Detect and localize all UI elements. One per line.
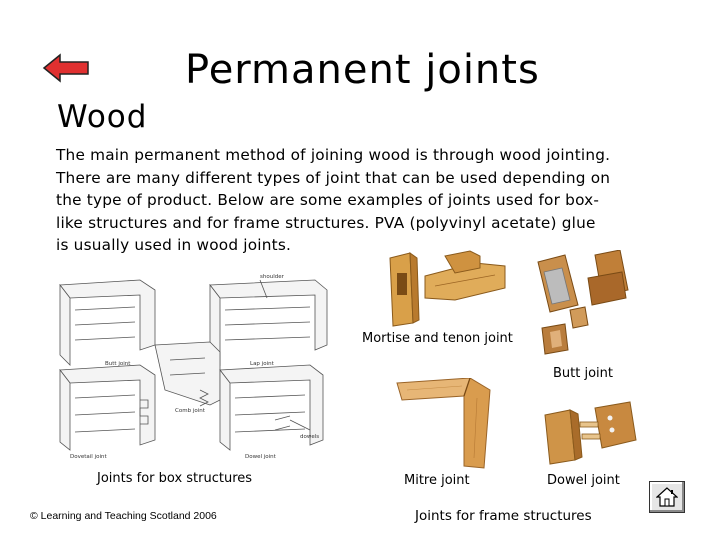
home-icon: [656, 487, 678, 507]
back-arrow-button[interactable]: [42, 52, 90, 84]
copyright-notice: © Learning and Teaching Scotland 2006: [30, 510, 217, 522]
page-title: Permanent joints: [185, 47, 540, 93]
home-button[interactable]: [649, 481, 685, 513]
label-butt-joint: Butt joint: [105, 361, 131, 367]
intro-line: the type of product. Below are some exam…: [56, 191, 600, 209]
mortise-tenon-image: [385, 248, 510, 328]
butt-joint-caption: Butt joint: [553, 366, 613, 381]
intro-line: like structures and for frame structures…: [56, 213, 596, 232]
frame-structures-caption: Joints for frame structures: [415, 508, 592, 524]
dowel-joint-caption: Dowel joint: [547, 473, 620, 488]
page-subtitle: Wood: [57, 99, 148, 135]
mitre-joint-caption: Mitre joint: [404, 473, 470, 488]
left-arrow-icon: [42, 53, 89, 83]
label-lap-joint: Lap joint: [250, 361, 275, 367]
label-dowels: dowels: [300, 434, 319, 440]
box-joints-illustration: shoulder Butt joint Lap joint Comb joint…: [45, 270, 335, 460]
intro-line: is usually used in wood joints.: [56, 236, 292, 254]
intro-line: There are many different types of joint …: [56, 168, 611, 187]
mitre-joint-image: [392, 377, 492, 470]
intro-paragraph: The main permanent method of joining woo…: [56, 144, 666, 257]
box-structures-caption: Joints for box structures: [97, 471, 253, 486]
butt-joint-image: [530, 249, 635, 358]
dowel-joint-image: [540, 400, 640, 465]
label-dowel-joint: Dowel joint: [245, 454, 277, 460]
box-joints-drawing: shoulder Butt joint Lap joint Comb joint…: [59, 274, 328, 460]
label-comb-joint: Comb joint: [175, 408, 206, 414]
label-shoulder: shoulder: [260, 274, 285, 280]
intro-line: The main permanent method of joining woo…: [56, 146, 611, 164]
label-dovetail-joint: Dovetail joint: [70, 454, 107, 460]
mortise-tenon-caption: Mortise and tenon joint: [362, 331, 513, 346]
